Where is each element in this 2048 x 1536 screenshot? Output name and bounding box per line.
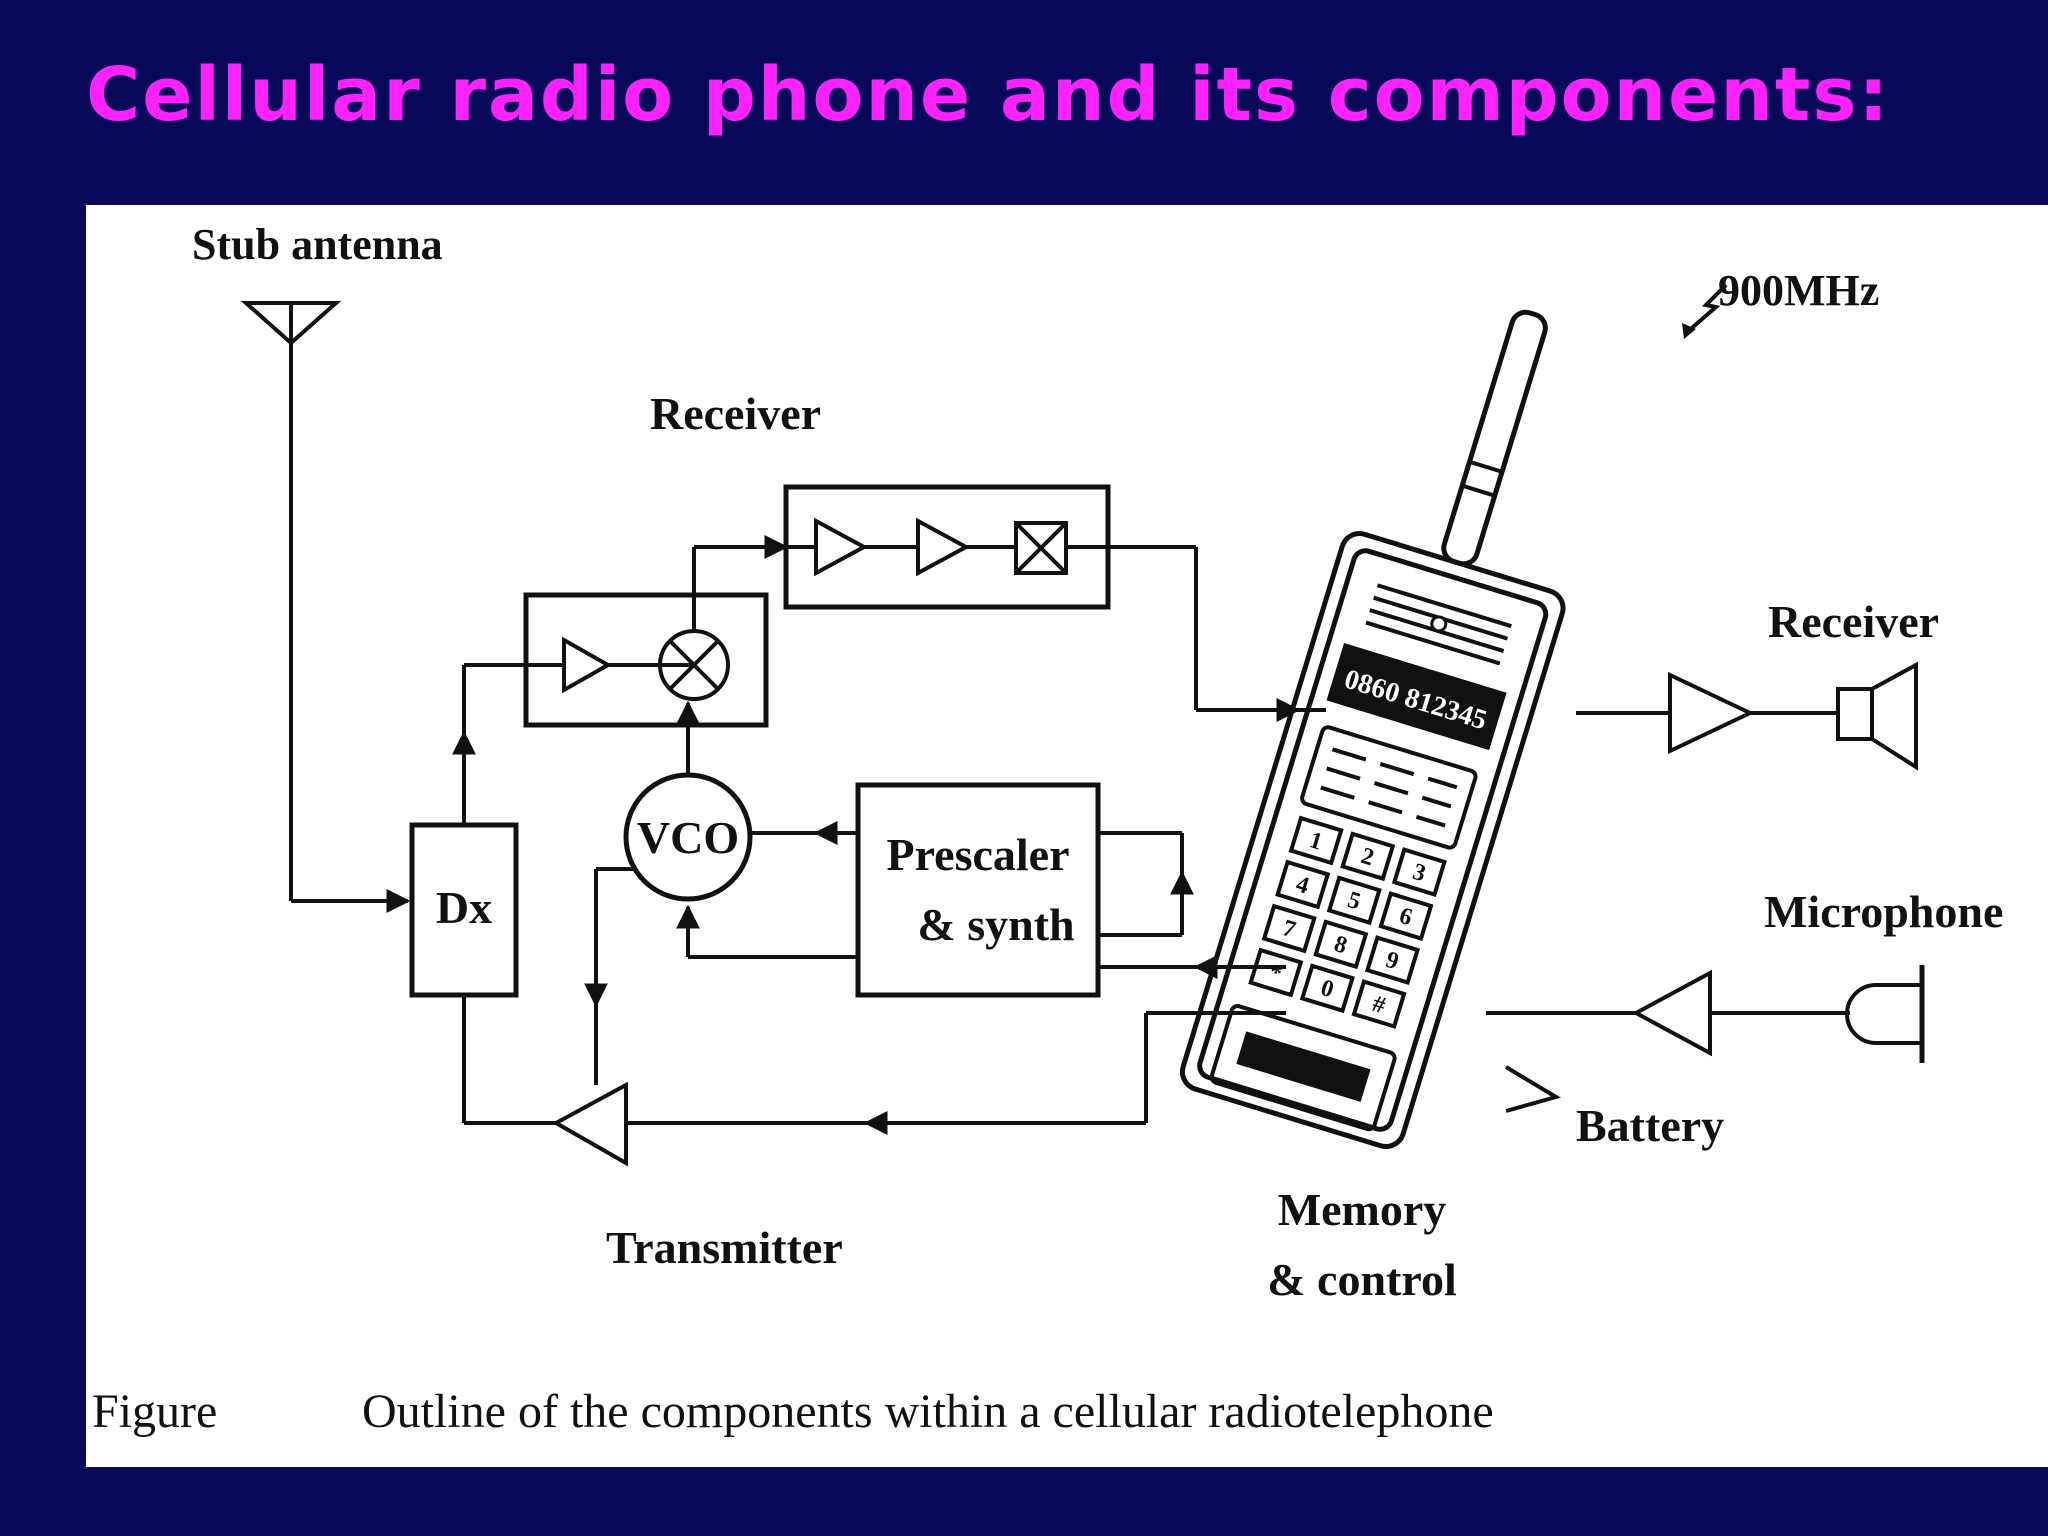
battery-compartment xyxy=(1209,1004,1397,1132)
stub-antenna-label: Stub antenna xyxy=(192,220,443,269)
receiver-speaker-label: Receiver xyxy=(1768,596,1939,647)
frequency-label: 900MHz xyxy=(1718,266,1879,315)
prescaler-label-line1: Prescaler xyxy=(886,829,1069,880)
key-8: 8 xyxy=(1331,931,1350,959)
transmitter-label: Transmitter xyxy=(606,1222,843,1273)
vco-label: VCO xyxy=(637,812,739,863)
handset-illustration: 0860 812345 1 2 3 4 5 6 7 8 9 * 0 # xyxy=(1179,309,1566,1150)
battery-icon xyxy=(1236,1031,1371,1102)
key-6: 6 xyxy=(1396,903,1415,931)
key-0: 0 xyxy=(1318,975,1337,1003)
key-2: 2 xyxy=(1358,843,1377,871)
prescaler-synth-block xyxy=(855,782,1101,998)
transmitter-amplifier-icon xyxy=(551,1081,628,1167)
key-7: 7 xyxy=(1279,915,1298,943)
microphone-amplifier-icon xyxy=(1631,969,1712,1057)
signal-icon xyxy=(1684,283,1728,335)
demodulator-icon xyxy=(1014,521,1068,575)
prescaler-label-line2: & synth xyxy=(917,899,1074,950)
receiver-block-label: Receiver xyxy=(650,388,821,439)
keypad: 1 2 3 4 5 6 7 8 9 * 0 # xyxy=(1248,815,1447,1029)
rf-amplifier-icon xyxy=(562,636,613,694)
key-star: * xyxy=(1266,959,1285,987)
key-hash: # xyxy=(1369,991,1388,1019)
handset-antenna-icon xyxy=(1441,309,1548,567)
figure-caption-prefix: Figure xyxy=(92,1385,217,1438)
memory-label-line1: Memory xyxy=(1278,1184,1447,1235)
block-diagram: Stub antenna Dx Receiver VCO Prescaler &… xyxy=(92,220,2003,1438)
figure-panel: Stub antenna Dx Receiver VCO Prescaler &… xyxy=(86,205,2048,1467)
key-9: 9 xyxy=(1383,947,1402,975)
handset-display xyxy=(1326,643,1507,751)
function-keys xyxy=(1300,725,1478,850)
key-1: 1 xyxy=(1306,827,1325,855)
audio-amplifier-icon xyxy=(1668,671,1755,755)
mixer-stage-block xyxy=(523,592,769,728)
microphone-label: Microphone xyxy=(1764,886,2003,937)
if-amplifier-2-icon xyxy=(916,517,971,577)
battery-label: Battery xyxy=(1576,1100,1724,1151)
stub-antenna-icon xyxy=(240,301,411,913)
key-5: 5 xyxy=(1344,887,1363,915)
memory-label-line2: & control xyxy=(1267,1254,1457,1305)
key-3: 3 xyxy=(1410,859,1429,887)
key-4: 4 xyxy=(1293,871,1312,899)
microphone-icon xyxy=(1845,965,1925,1063)
speaker-icon xyxy=(1836,661,1918,771)
figure-caption-text: Outline of the components within a cellu… xyxy=(362,1385,1494,1438)
if-amplifier-1-icon xyxy=(814,517,869,577)
earpiece-icon xyxy=(1365,583,1512,666)
duplexer-label: Dx xyxy=(436,882,492,933)
slide-title: Cellular radio phone and its components: xyxy=(86,52,1891,138)
battery-callout-line xyxy=(1504,1065,1562,1113)
receiver-chain-block xyxy=(783,484,1111,610)
